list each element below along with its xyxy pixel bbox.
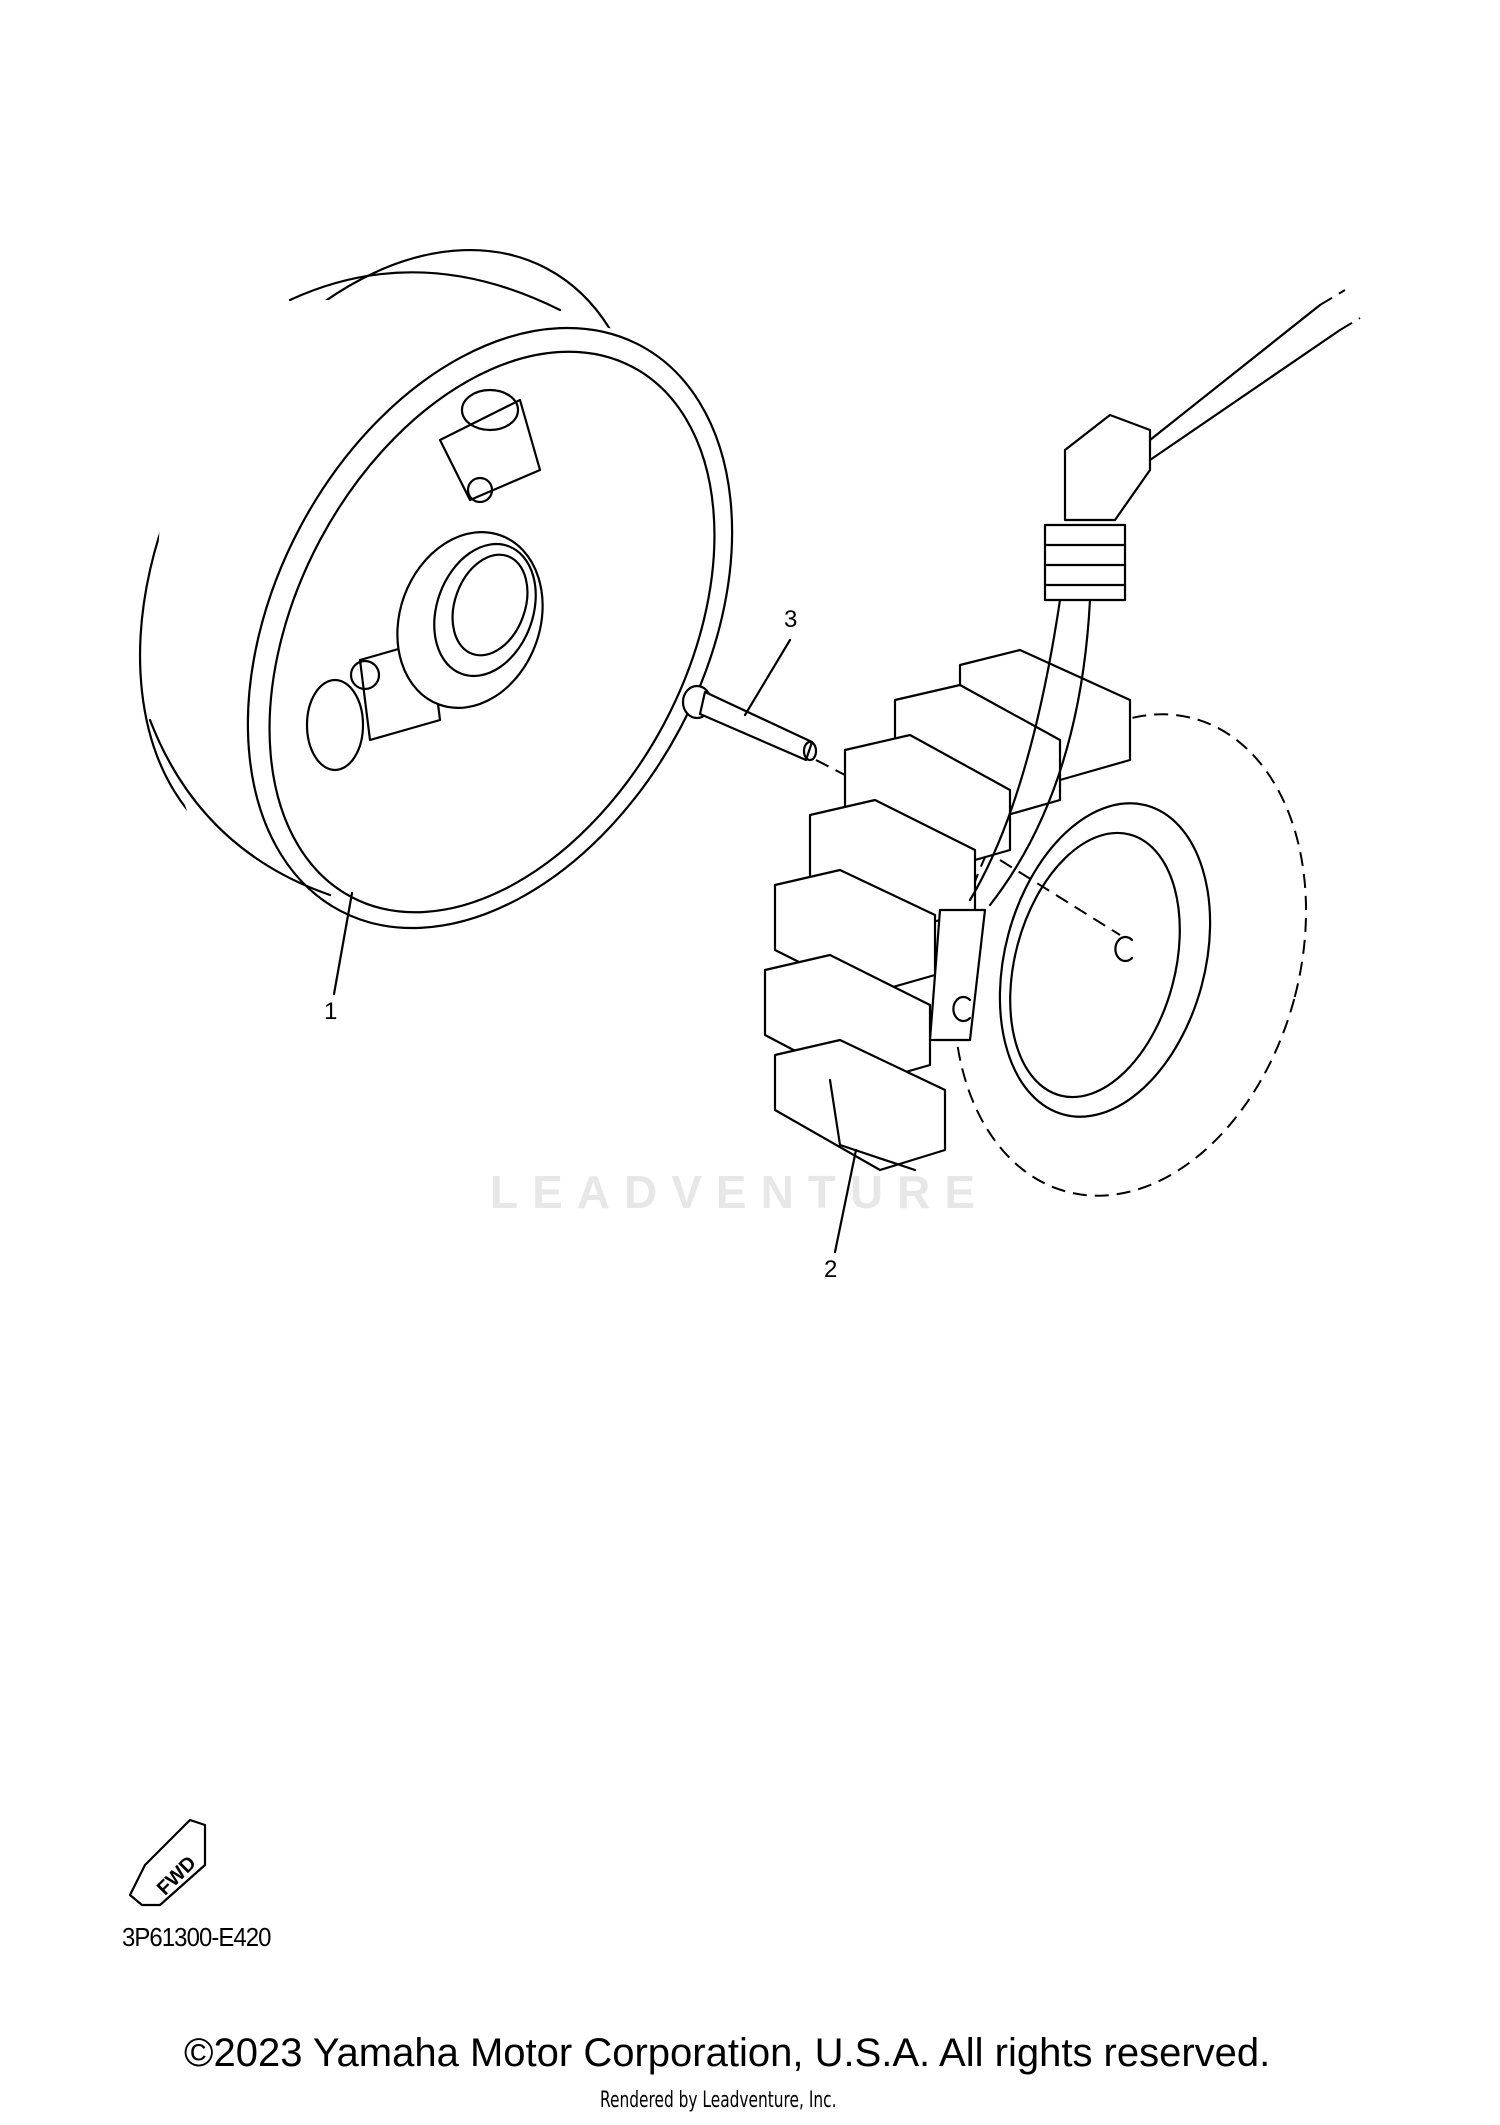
stator-mark-c xyxy=(952,995,972,1023)
callout-3[interactable]: 3 xyxy=(784,606,798,633)
rendered-by-notice: Rendered by Leadventure, Inc. xyxy=(600,2088,837,2113)
forward-direction-arrow-icon: FWD xyxy=(128,1818,207,1907)
stator-mark-c xyxy=(1114,935,1134,963)
bolt-part[interactable] xyxy=(681,684,846,776)
callout-3-leader xyxy=(743,638,792,717)
callout-1-leader xyxy=(332,891,354,996)
watermark: LEADVENTURE xyxy=(490,1166,990,1218)
stator-part[interactable] xyxy=(763,289,1361,1236)
callout-2-leader xyxy=(833,1148,858,1254)
flywheel-part[interactable] xyxy=(38,163,830,1011)
callout-1[interactable]: 1 xyxy=(324,998,338,1025)
copyright-notice: ©2023 Yamaha Motor Corporation, U.S.A. A… xyxy=(184,2031,1271,2075)
drawing-code: 3P61300-E420 xyxy=(122,1922,271,1952)
callout-2[interactable]: 2 xyxy=(824,1256,838,1283)
